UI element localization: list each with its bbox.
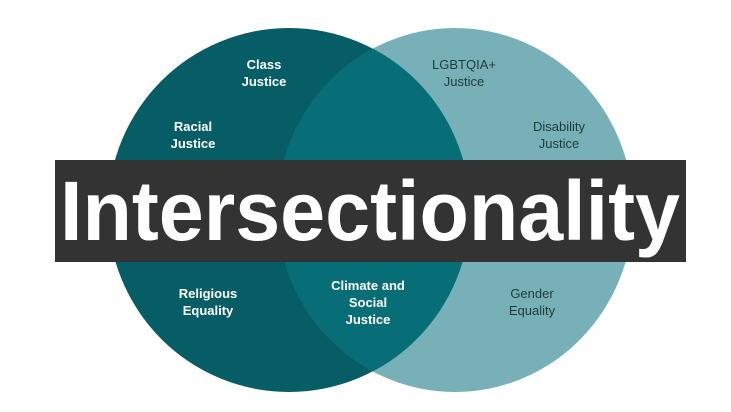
title: Intersectionality xyxy=(60,164,680,258)
title-banner xyxy=(55,160,686,262)
label-lgbtqia-justice: LGBTQIA+Justice xyxy=(432,57,496,89)
